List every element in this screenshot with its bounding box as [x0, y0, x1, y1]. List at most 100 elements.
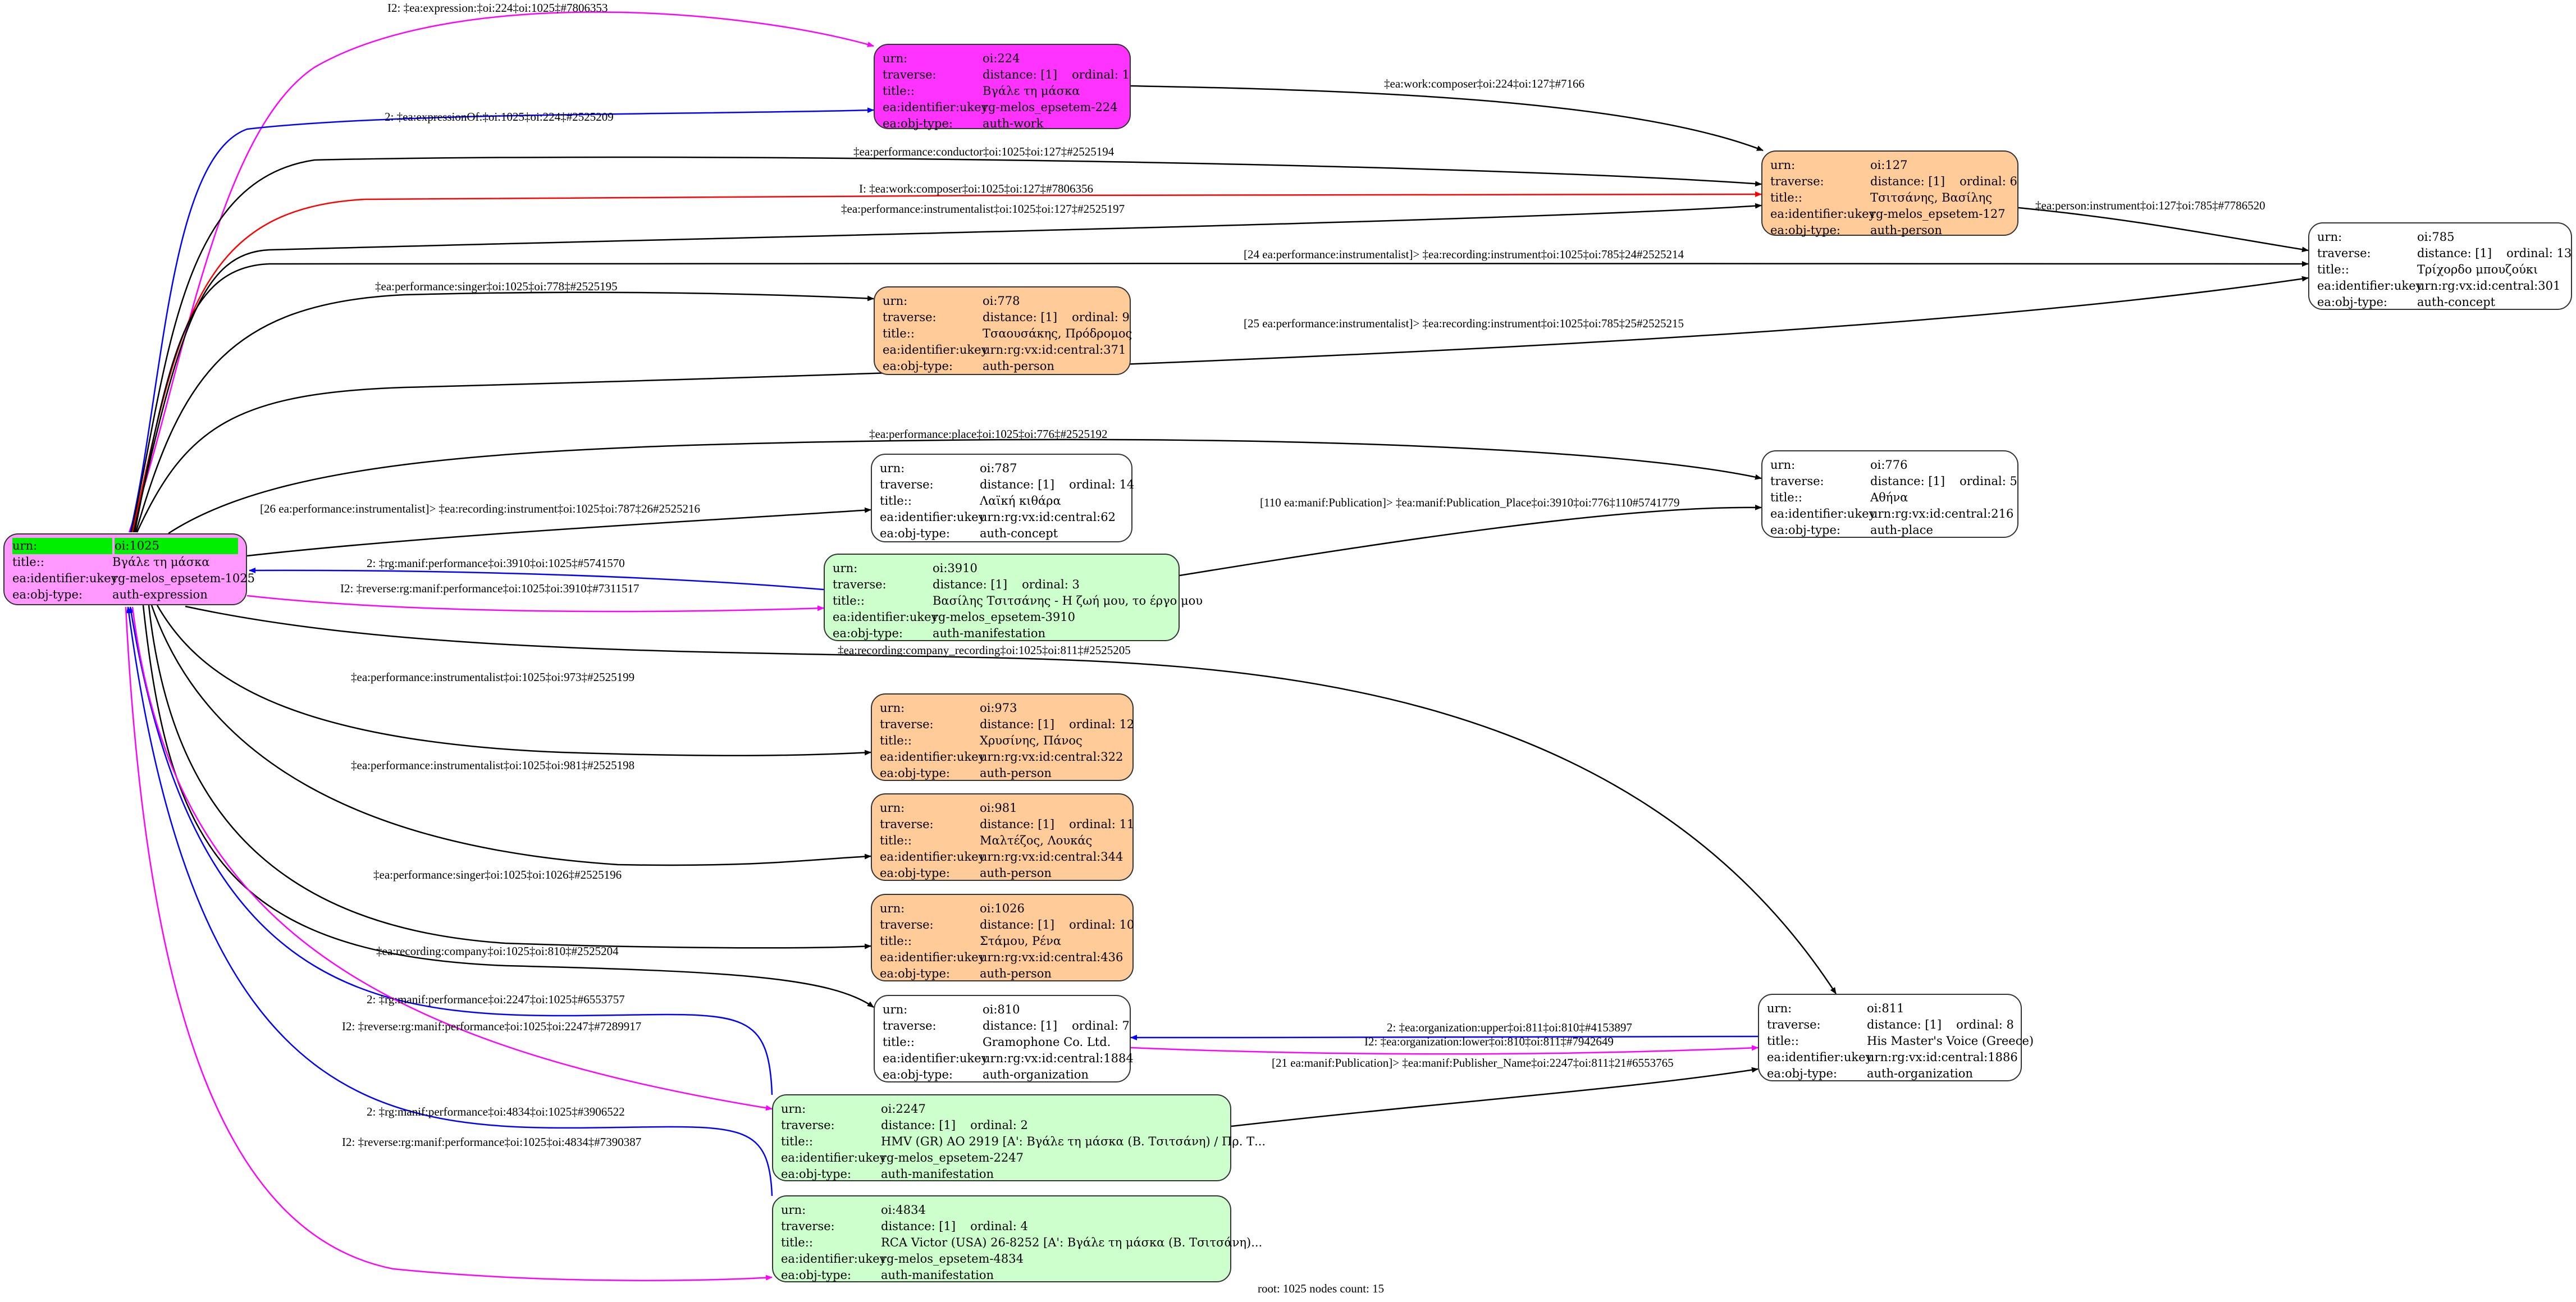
ordinal-value: ordinal: 11: [1069, 817, 1135, 831]
edge-label: 2: ‡ea:organization:upper‡oi:811‡oi:810‡…: [1387, 1021, 1632, 1034]
ukey-label: ea:identifier:ukey: [781, 1151, 887, 1164]
traverse-label: traverse:: [880, 718, 934, 731]
urn-label: urn:: [880, 462, 905, 475]
edge-n1025-to-n4834: [125, 606, 773, 1281]
ukey-value: rg-melos_epsetem-127: [1870, 207, 2006, 221]
ukey-value: urn:rg:vx:id:central:344: [980, 850, 1123, 864]
objtype-label: ea:obj-type:: [833, 627, 903, 640]
ukey-value: rg-melos_epsetem-2247: [881, 1151, 1024, 1164]
title-value: Βγάλε τη μάσκα: [983, 84, 1080, 98]
title-value: Βγάλε τη μάσκα: [112, 555, 210, 569]
distance-value: distance: [1]: [881, 1118, 956, 1132]
ordinal-value: ordinal: 14: [1069, 478, 1135, 491]
title-value: Τσαουσάκης, Πρόδρομος: [983, 327, 1132, 340]
objtype-label: ea:obj-type:: [880, 866, 950, 880]
edge-label: ‡ea:performance:place‡oi:1025‡oi:776‡#25…: [869, 427, 1108, 441]
traverse-label: traverse:: [1770, 474, 1824, 488]
urn-value: oi:224: [983, 52, 1020, 65]
urn-value: oi:2247: [881, 1102, 926, 1116]
edge-label: ‡ea:person:instrument‡oi:127‡oi:785‡#778…: [2035, 199, 2266, 212]
title-value: Χρυσίνης, Πάνος: [980, 734, 1083, 747]
urn-value: oi:785: [2417, 230, 2455, 244]
ukey-value: rg-melos_epsetem-224: [983, 100, 1118, 114]
edge-label: ‡ea:performance:instrumentalist‡oi:1025‡…: [351, 670, 635, 684]
objtype-label: ea:obj-type:: [883, 359, 953, 373]
ukey-label: ea:identifier:ukey: [781, 1252, 887, 1266]
distance-value: distance: [1]: [1870, 474, 1945, 488]
edge-label: ‡ea:performance:instrumentalist‡oi:1025‡…: [841, 202, 1125, 216]
objtype-label: ea:obj-type:: [883, 117, 953, 130]
urn-label: urn:: [883, 294, 908, 308]
traverse-label: traverse:: [781, 1219, 835, 1233]
objtype-value: auth-manifestation: [881, 1167, 994, 1181]
ordinal-value: ordinal: 12: [1069, 718, 1135, 731]
edge-label: ‡ea:performance:singer‡oi:1025‡oi:1026‡#…: [373, 868, 622, 881]
ukey-label: ea:identifier:ukey: [880, 850, 985, 864]
title-label: title::: [1770, 491, 1802, 504]
distance-value: distance: [1]: [980, 718, 1055, 731]
title-label: title::: [880, 734, 912, 747]
traverse-label: traverse:: [1767, 1018, 1821, 1031]
title-label: title::: [12, 555, 44, 569]
objtype-value: auth-work: [983, 117, 1044, 130]
ukey-value: rg-melos_epsetem-3910: [933, 610, 1075, 624]
objtype-label: ea:obj-type:: [1770, 223, 1840, 237]
ordinal-value: ordinal: 6: [1960, 175, 2017, 188]
objtype-value: auth-concept: [980, 527, 1058, 540]
title-value: Αθήνα: [1870, 491, 1908, 504]
title-value: Λαϊκή κιθάρα: [980, 494, 1061, 508]
title-label: title::: [880, 834, 912, 847]
ordinal-value: ordinal: 9: [1072, 310, 1130, 324]
distance-value: distance: [1]: [881, 1219, 956, 1233]
edge-n3910-to-n776: [1179, 504, 1762, 577]
node-oi-1025[interactable]: urn:oi:1025 title::Βγάλε τη μάσκα ea:ide…: [3, 533, 255, 605]
urn-label: urn:: [833, 561, 858, 575]
edge-label: I2: ‡reverse:rg:manif:performance‡oi:102…: [342, 1135, 642, 1149]
objtype-label: ea:obj-type:: [1767, 1067, 1837, 1080]
edge-n1025-to-n973: [156, 605, 871, 757]
edge-label: 2: ‡rg:manif:performance‡oi:2247‡oi:1025…: [367, 993, 625, 1006]
objtype-value: auth-place: [1870, 523, 1933, 537]
traverse-label: traverse:: [880, 817, 934, 831]
urn-value: oi:787: [980, 462, 1017, 475]
distance-value: distance: [1]: [1870, 175, 1945, 188]
edge-n1025-to-n776: [168, 438, 1762, 534]
objtype-value: auth-manifestation: [881, 1268, 994, 1282]
edge-label: ‡ea:recording:company_recording‡oi:1025‡…: [838, 643, 1131, 657]
distance-value: distance: [1]: [933, 578, 1008, 591]
edge-label: [24 ea:performance:instrumentalist]> ‡ea…: [1244, 248, 1684, 261]
objtype-label: ea:obj-type:: [880, 766, 950, 780]
urn-label: urn:: [781, 1102, 806, 1116]
ordinal-value: ordinal: 7: [1072, 1019, 1130, 1033]
traverse-label: traverse:: [883, 1019, 937, 1033]
objtype-value: auth-person: [980, 766, 1052, 780]
ukey-label: ea:identifier:ukey: [880, 951, 985, 964]
graph-footer-status: root: 1025 nodes count: 15: [1258, 1282, 1385, 1295]
edge-label: [110 ea:manif:Publication]> ‡ea:manif:Pu…: [1260, 496, 1680, 509]
edge-label: I2: ‡reverse:rg:manif:performance‡oi:102…: [342, 1020, 642, 1033]
objtype-label: ea:obj-type:: [781, 1268, 851, 1282]
edge-n1025-to-n2247: [131, 606, 773, 1111]
edge-n1025-to-n127: [130, 156, 1762, 533]
ukey-label: ea:identifier:ukey: [833, 610, 938, 624]
edge-n1025-to-n3910: [246, 595, 824, 613]
ukey-label: ea:identifier:ukey: [2317, 279, 2423, 293]
edge-n811-to-n810: [1130, 1034, 1759, 1040]
edge-label: 2: ‡rg:manif:performance‡oi:3910‡oi:1025…: [367, 556, 625, 570]
urn-label: urn:: [12, 538, 112, 554]
